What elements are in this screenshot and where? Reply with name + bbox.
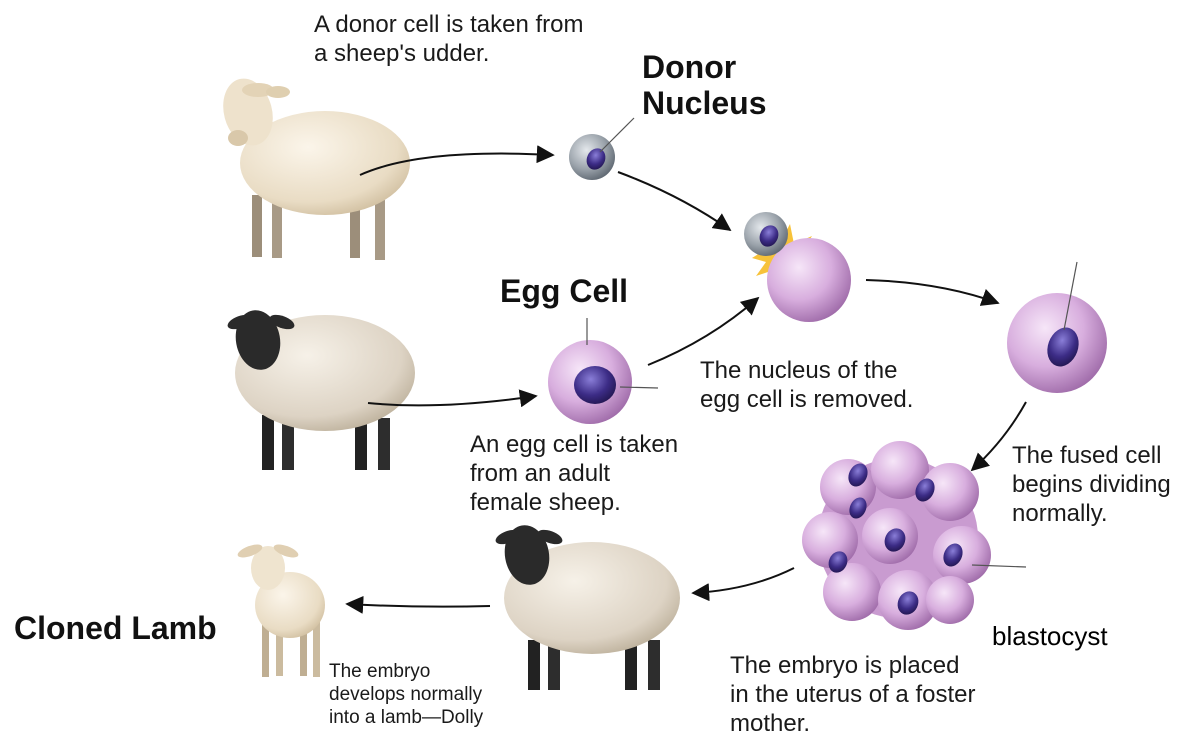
fused-caption: The fused cell begins dividing normally. (1012, 441, 1171, 528)
arrow-icon (693, 568, 794, 593)
dividing-cell-icon (1007, 262, 1107, 393)
egg-caption: An egg cell is taken from an adult femal… (470, 430, 678, 517)
donor-nucleus-label: Donor Nucleus (642, 49, 766, 121)
donor-cell-icon (569, 118, 634, 180)
arrow-icon (618, 172, 730, 230)
develops-caption: The embryo develops normally into a lamb… (329, 660, 483, 729)
blastocyst-label: blastocyst (992, 622, 1108, 651)
arrow-icon (866, 280, 998, 303)
donor-caption: A donor cell is taken from a sheep's udd… (314, 10, 583, 68)
lamb-icon (236, 542, 325, 677)
nucleus-removed-caption: The nucleus of the egg cell is removed. (700, 356, 913, 414)
placed-caption: The embryo is placed in the uterus of a … (730, 651, 975, 738)
arrow-icon (648, 298, 758, 365)
arrow-icon (347, 604, 490, 607)
cloned-lamb-label: Cloned Lamb (14, 610, 217, 646)
foster-sheep-icon (494, 522, 680, 690)
egg-cell-label: Egg Cell (500, 273, 628, 309)
fused-cell-icon (744, 212, 851, 322)
black-faced-sheep-icon (226, 307, 415, 470)
egg-cell-icon (548, 318, 658, 424)
blastocyst-icon (802, 441, 1026, 630)
